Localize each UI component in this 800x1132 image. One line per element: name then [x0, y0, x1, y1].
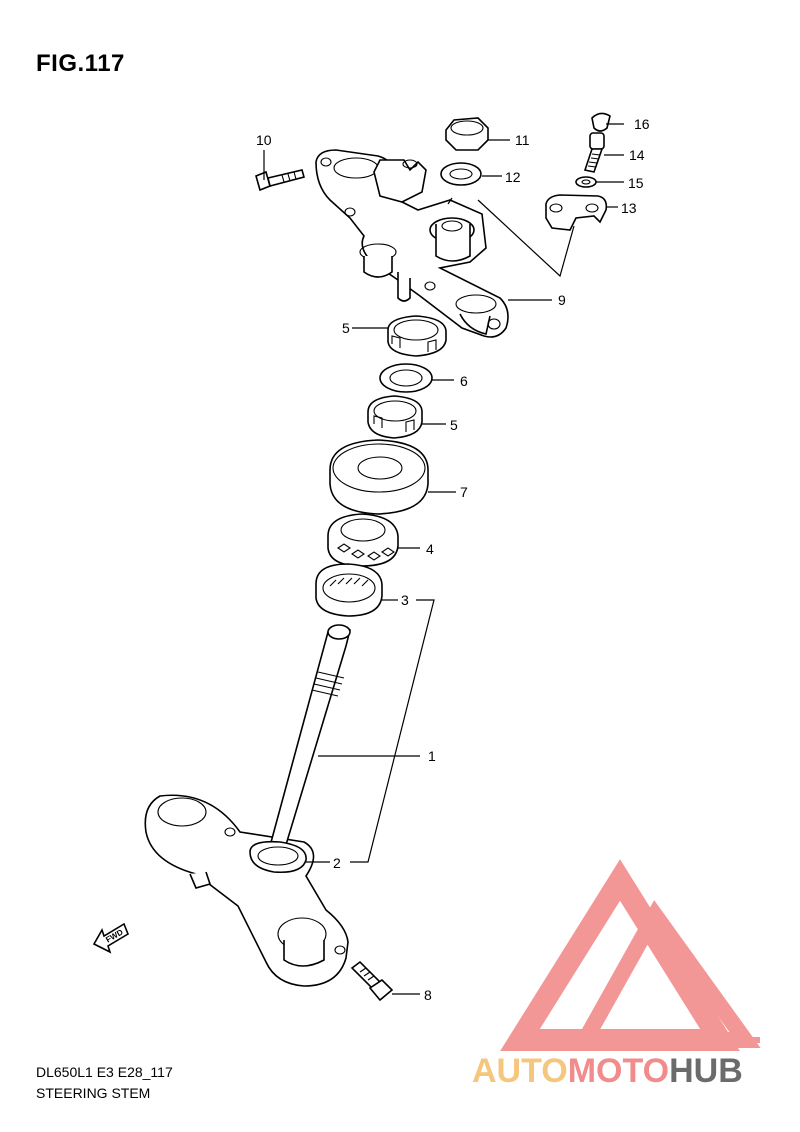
part-12-washer [440, 162, 482, 186]
callout-9: 9 [558, 292, 566, 308]
callout-7: 7 [460, 484, 468, 500]
callout-labels: 1 2 3 4 5 5 6 7 8 9 10 11 12 13 14 15 16 [256, 116, 650, 1003]
callout-4: 4 [426, 541, 434, 557]
part-15-washer [575, 176, 597, 188]
watermark-logo [500, 859, 761, 1051]
callout-2: 2 [333, 855, 341, 871]
leader-lines [263, 123, 624, 995]
part-5-lower-nut [367, 395, 423, 439]
fwd-arrow-icon: FWD [92, 922, 129, 954]
callout-12: 12 [505, 169, 521, 185]
callout-11: 11 [515, 132, 530, 148]
figure-name: STEERING STEM [36, 1085, 151, 1101]
callout-8: 8 [424, 987, 432, 1003]
callout-14: 14 [629, 147, 645, 163]
part-13-holder [545, 194, 608, 231]
part-11-nut [445, 117, 489, 151]
callout-16: 16 [634, 116, 650, 132]
figure-code: DL650L1 E3 E28_117 [36, 1064, 173, 1080]
callout-3: 3 [401, 592, 409, 608]
part-7-dust-seal [329, 439, 429, 515]
callout-1: 1 [428, 748, 436, 764]
callout-6: 6 [460, 373, 468, 389]
figure-title: FIG.117 [36, 50, 125, 77]
part-16-cap [591, 112, 611, 132]
callout-15: 15 [628, 175, 644, 191]
callout-10: 10 [256, 132, 272, 148]
callout-5-lower: 5 [450, 417, 458, 433]
part-4-bearing [327, 513, 399, 567]
part-8-bolt [350, 960, 394, 1002]
callout-5-upper: 5 [342, 320, 350, 336]
part-10-bolt [255, 169, 305, 192]
part-9-upper-bracket [315, 149, 509, 338]
watermark-text: AUTOMOTOHUB [472, 1052, 743, 1090]
part-5-upper-nut [387, 315, 447, 357]
part-6-washer [379, 363, 433, 393]
part-3-race [315, 563, 383, 617]
callout-13: 13 [621, 200, 637, 216]
part-14-bolt [583, 132, 605, 173]
part-1-steering-stem [144, 624, 351, 987]
